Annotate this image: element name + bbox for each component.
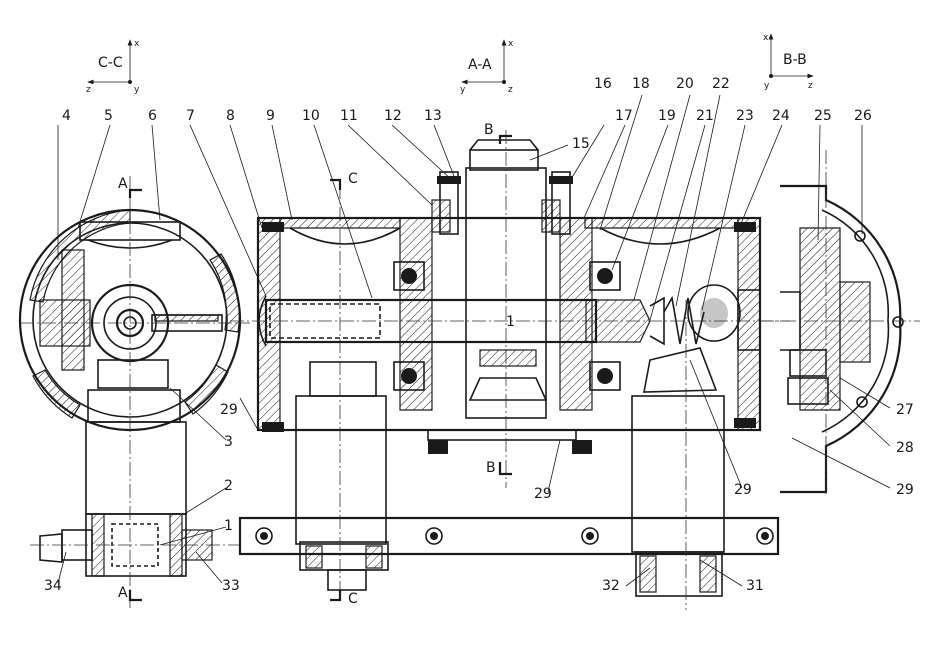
part-label: 5 [104,108,113,124]
section-marker-b-bottom: B [486,460,496,476]
part-label: 24 [772,108,790,124]
section-marker-c-top: C [348,171,358,187]
part-label: 18 [632,76,650,92]
bearing-upper-right [589,261,621,291]
part-label: 32 [602,578,620,594]
axis-x-a-a: x [508,39,514,49]
part-label: 34 [44,578,62,594]
part-label: 26 [854,108,872,124]
center-section-view: 1 [230,130,790,610]
part-label: 20 [676,76,694,92]
part-label: 8 [226,108,235,124]
part-label: 29 [896,482,914,498]
bearing-lower-left [393,361,425,391]
part-label: 7 [186,108,195,124]
part-label: 33 [222,578,240,594]
axis-x-b-b: x [763,33,769,43]
part-label: 23 [736,108,754,124]
axis-y-c-c: y [134,85,140,95]
part-label: 11 [340,108,358,124]
part-label: 22 [712,76,730,92]
bearing-upper-left [393,261,425,291]
axis-z-c-c: z [86,85,91,95]
part-label: 2 [224,478,233,494]
part-label: 13 [424,108,442,124]
part-label: 3 [224,434,233,450]
section-markers: A A B B C C [118,122,512,607]
section-title-a-a: A-A [468,57,492,73]
part-label: 6 [148,108,157,124]
axis-z-b-b: z [808,81,813,91]
section-marker-a-top: A [118,176,128,192]
section-title-b-b: B-B [783,52,807,68]
section-title-c-c: C-C [98,55,123,71]
axis-glyph-a-a: A-A x y z [460,39,514,95]
part-label: 29 [734,482,752,498]
part-label: 29 [534,486,552,502]
part-label: 9 [266,108,275,124]
part-label: 19 [658,108,676,124]
part-label: 27 [896,402,914,418]
part-labels: 4 5 6 7 8 9 10 11 12 13 15 16 17 18 19 2… [44,76,914,594]
axis-z-a-a: z [508,85,513,95]
axis-glyph-b-b: B-B x z y [763,33,814,91]
part-label: 4 [62,108,71,124]
axis-x-c-c: x [134,39,140,49]
axis-glyph-c-c: C-C x z y [86,39,140,95]
part-label: 29 [220,402,238,418]
section-marker-b-top: B [484,122,494,138]
part-label: 17 [615,108,633,124]
part-label: 12 [384,108,402,124]
axis-y-a-a: y [460,85,466,95]
part-label: 15 [572,136,590,152]
part-label: 21 [696,108,714,124]
section-marker-c-bottom: C [348,591,358,607]
bearing-lower-right [589,361,621,391]
part-label: 28 [896,440,914,456]
part-label: 16 [594,76,612,92]
part-label: 1 [224,518,233,534]
part-label: 31 [746,578,764,594]
section-marker-a-bottom: A [118,585,128,601]
left-section-view [18,176,250,610]
shaft-centre-mark: 1 [506,314,515,330]
right-section-view [760,150,920,496]
axis-y-b-b: y [764,81,770,91]
part-label: 10 [302,108,320,124]
part-label: 25 [814,108,832,124]
